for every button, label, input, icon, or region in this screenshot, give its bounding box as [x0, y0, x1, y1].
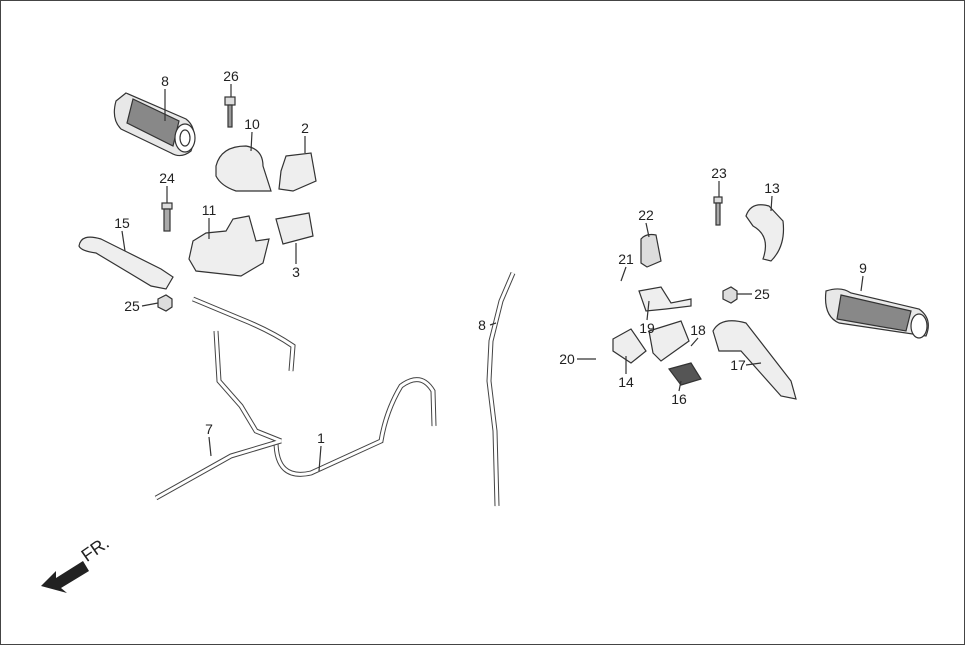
- callout-1: 1: [317, 430, 325, 446]
- callout-17: 17: [730, 357, 746, 373]
- left-grip-icon: [113, 92, 196, 157]
- callout-15: 15: [114, 215, 130, 231]
- callout-21: 21: [618, 251, 634, 267]
- callout-16: 16: [671, 391, 687, 407]
- callout-8: 8: [161, 73, 169, 89]
- callout-24: 24: [159, 170, 175, 186]
- callout-18: 18: [690, 322, 706, 338]
- callout-13: 13: [764, 180, 780, 196]
- callout-19: 19: [639, 320, 655, 336]
- callout-8-cable: 8: [478, 317, 486, 333]
- callout-23: 23: [711, 165, 727, 181]
- callout-25-right: 25: [754, 286, 770, 302]
- callout-9: 9: [859, 260, 867, 276]
- callout-14: 14: [618, 374, 634, 390]
- callout-7: 7: [205, 421, 213, 437]
- callout-20: 20: [559, 351, 575, 367]
- callout-3: 3: [292, 264, 300, 280]
- callout-25: 25: [124, 298, 140, 314]
- callout-22: 22: [638, 207, 654, 223]
- right-grip-icon: [824, 288, 929, 339]
- callout-10: 10: [244, 116, 260, 132]
- front-direction-arrow-icon: [41, 561, 89, 593]
- callout-26: 26: [223, 68, 239, 84]
- callout-11: 11: [201, 202, 217, 218]
- callout-2: 2: [301, 120, 309, 136]
